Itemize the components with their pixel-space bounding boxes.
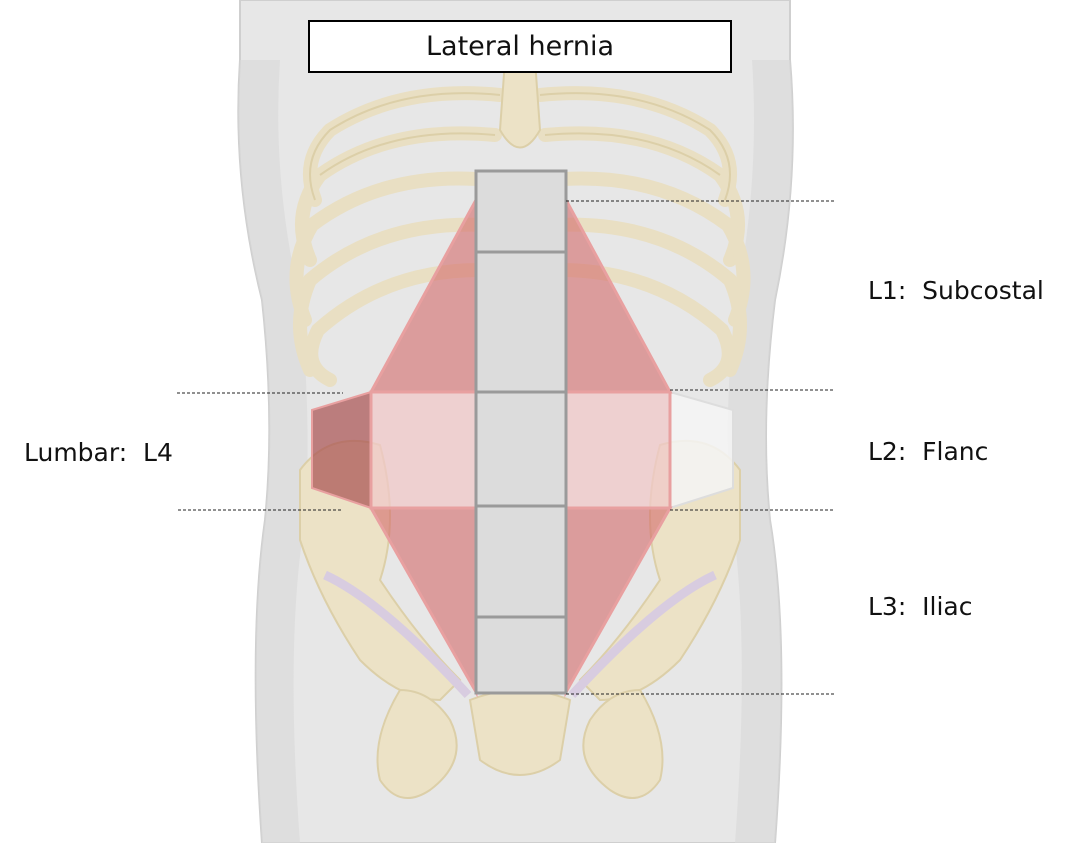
midline-segment-m4 — [474, 504, 568, 619]
midline-segment-m1 — [474, 169, 568, 254]
zone-boundary-lines — [177, 200, 836, 695]
zone-label-l2: L2: Flanc — [868, 437, 989, 466]
sternum — [498, 59, 542, 149]
midline-segment-m3 — [474, 390, 568, 508]
zone-label-l3: L3: Iliac — [868, 592, 973, 621]
flanc-zone-left — [369, 390, 478, 510]
midline-column — [474, 169, 568, 695]
midline-segment-m5 — [474, 615, 568, 695]
rib-cage-outline — [309, 92, 731, 201]
diagram-title: Lateral hernia — [308, 20, 732, 73]
zone-label-l4: Lumbar: L4 — [24, 438, 173, 467]
lumbar-zone-l4 — [311, 390, 372, 510]
inguinal-ligament-left — [323, 570, 472, 699]
midline-segment-m2 — [474, 250, 568, 394]
zone-label-l1: L1: Subcostal — [868, 276, 1044, 305]
flanc-zone-right — [564, 390, 672, 510]
inguinal-ligament-right — [568, 570, 717, 699]
flanc-zone-right-extension — [669, 390, 734, 510]
torso-shading-left — [238, 60, 308, 843]
